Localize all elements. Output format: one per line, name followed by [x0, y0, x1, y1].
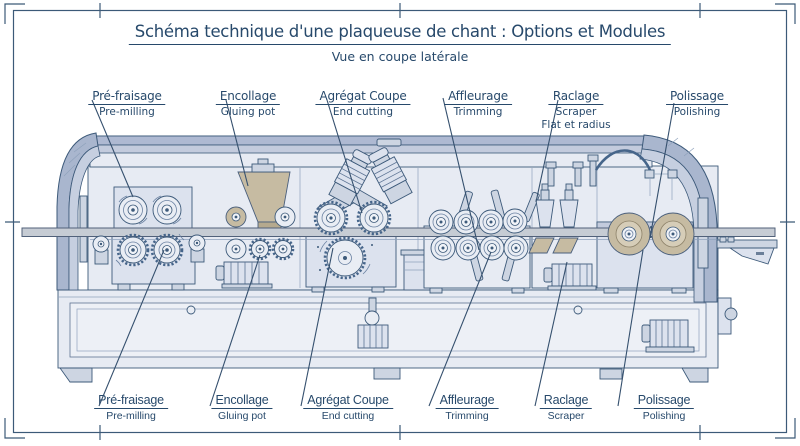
label-en: Scraper	[547, 410, 585, 422]
gluing-unit	[215, 158, 291, 289]
outfeed-table	[716, 236, 778, 265]
saw-motor-right	[368, 147, 413, 205]
base-motor	[641, 319, 695, 353]
label-bottom-scraper: Raclage Scraper	[539, 391, 593, 422]
page-subtitle: Vue en coupe latérale	[331, 49, 469, 64]
beam-handle	[376, 138, 402, 147]
label-top-end-cutting: Agrégat Coupe End cutting	[315, 85, 411, 118]
saw-motor-left	[328, 149, 373, 207]
registration-marks	[4, 3, 796, 440]
label-fr: Raclage	[539, 393, 593, 409]
label-en: End cutting	[332, 106, 394, 118]
pre-milling-discs	[92, 195, 206, 267]
label-fr: Polissage	[666, 89, 728, 105]
machine-feet	[59, 367, 709, 383]
label-top-polishing: Polissage Polishing	[666, 85, 728, 118]
label-fr: Affleurage	[435, 393, 499, 409]
base-cabinet	[57, 289, 738, 383]
label-fr: Pré-fraisage	[94, 393, 168, 409]
base-pump	[357, 297, 389, 349]
label-top-gluing: Encollage Gluing pot	[215, 85, 281, 118]
page-title: Schéma technique d'une plaqueuse de chan…	[128, 22, 672, 45]
end-cutting-saws	[313, 200, 392, 280]
label-bottom-pre-milling: Pré-fraisage Pre-milling	[94, 391, 168, 422]
label-bottom-end-cutting: Agrégat Coupe End cutting	[303, 391, 393, 422]
label-en: Scraper	[555, 106, 597, 118]
label-bottom-trimming: Affleurage Trimming	[435, 391, 499, 422]
trimming-rollers	[428, 208, 529, 261]
label-bottom-gluing: Encollage Gluing pot	[211, 391, 273, 422]
label-en: Pre-milling	[106, 410, 156, 422]
label-en: Gluing pot	[218, 410, 266, 422]
label-fr: Encollage	[215, 89, 281, 105]
label-fr: Agrégat Coupe	[303, 393, 393, 409]
gluing-motor	[215, 261, 273, 289]
label-en: Trimming	[453, 106, 503, 118]
leader-lines	[91, 97, 675, 407]
label-fr: Encollage	[211, 393, 273, 409]
label-top-trimming: Affleurage Trimming	[444, 85, 512, 118]
label-bottom-polishing: Polissage Polishing	[633, 391, 695, 422]
label-fr: Agrégat Coupe	[315, 89, 411, 105]
label-en: Gluing pot	[220, 106, 276, 118]
label-en: Trimming	[445, 410, 489, 422]
label-en: Polishing	[673, 106, 721, 118]
label-en: Polishing	[642, 410, 686, 422]
scraper-deflectors	[528, 237, 579, 254]
label-en: End cutting	[321, 410, 375, 422]
label-fr: Affleurage	[444, 89, 512, 105]
label-en: Pre-milling	[99, 106, 155, 118]
label-en2: Flat et radius	[541, 119, 611, 131]
label-top-scraper: Raclage Scraper Flat et radius	[541, 85, 610, 131]
scraper-motor	[543, 263, 597, 291]
label-fr: Pré-fraisage	[88, 89, 166, 105]
label-top-pre-milling: Pré-fraisage Pre-milling	[88, 85, 166, 118]
label-fr: Raclage	[548, 89, 604, 105]
scraper-piping	[545, 149, 678, 200]
label-fr: Polissage	[633, 393, 695, 409]
gluing-rollers	[225, 206, 296, 261]
